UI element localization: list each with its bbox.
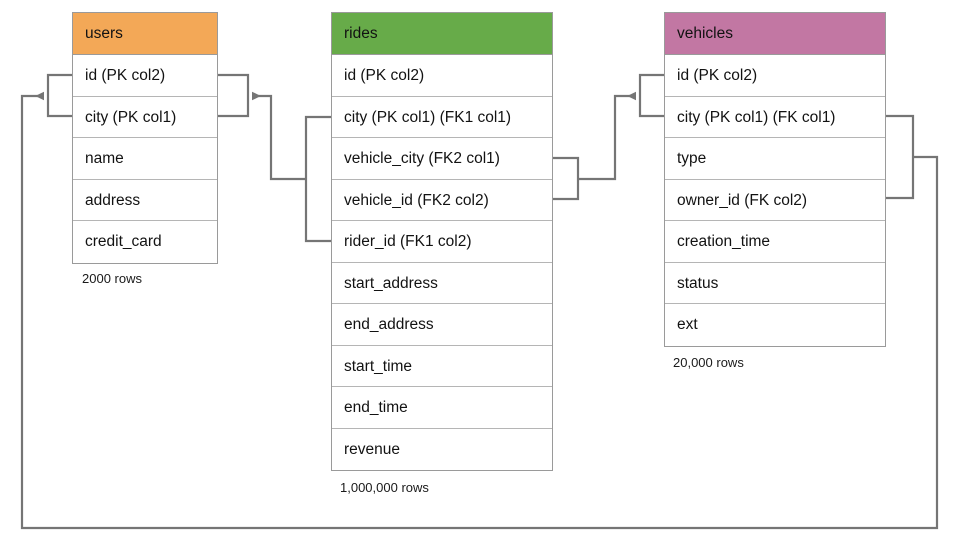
table-rides-column-end-address[interactable]: end_address [332, 304, 552, 346]
table-rides-column-vehicle-city[interactable]: vehicle_city (FK2 col1) [332, 138, 552, 180]
table-rides-column-id[interactable]: id (PK col2) [332, 55, 552, 97]
table-users-column-credit-card[interactable]: credit_card [85, 233, 162, 250]
table-vehicles-row-count: 20,000 rows [673, 355, 744, 370]
connector-vehicles-right-bracket [886, 114, 915, 200]
table-vehicles-column-type[interactable]: type [665, 138, 885, 180]
table-rides-column-revenue[interactable]: revenue [344, 440, 401, 458]
table-rides[interactable]: rides id (PK col2) city (PK col1) (FK1 c… [331, 12, 553, 471]
table-vehicles-column-city[interactable]: city (PK col1) (FK col1) [665, 97, 885, 138]
table-vehicles-header: vehicles [665, 13, 885, 55]
table-users-column-id[interactable]: id (PK col2) [73, 55, 217, 97]
table-rides-row-count: 1,000,000 rows [340, 480, 429, 495]
table-users-column-address[interactable]: address [73, 180, 217, 221]
connector-rides-left-bracket [304, 115, 331, 243]
table-vehicles-column-id[interactable]: id (PK col2) [665, 55, 885, 97]
table-vehicles-column-status[interactable]: status [665, 263, 885, 304]
table-users-column-name[interactable]: name [73, 138, 217, 180]
connector-vehicles-left-bracket [638, 73, 664, 118]
table-vehicles[interactable]: vehicles id (PK col2) city (PK col1) (FK… [664, 12, 886, 347]
table-rides-header: rides [332, 13, 552, 55]
table-rides-column-rider-id[interactable]: rider_id (FK1 col2) [332, 221, 552, 263]
table-users[interactable]: users id (PK col2) city (PK col1) name a… [72, 12, 218, 264]
table-vehicles-column-ext[interactable]: ext [677, 316, 698, 333]
table-rides-column-vehicle-id[interactable]: vehicle_id (FK2 col2) [332, 180, 552, 221]
connector-users-right-bracket [218, 73, 250, 118]
connector-rides-to-vehicles [578, 91, 636, 181]
table-users-header: users [73, 13, 217, 55]
table-users-row-count: 2000 rows [82, 271, 142, 286]
table-vehicles-column-owner-id[interactable]: owner_id (FK col2) [665, 180, 885, 221]
connector-rides-right-bracket [553, 156, 580, 201]
connector-rides-to-users [252, 91, 306, 181]
connector-users-left-bracket [46, 73, 72, 118]
table-rides-column-start-address[interactable]: start_address [332, 263, 552, 304]
table-users-column-city[interactable]: city (PK col1) [73, 97, 217, 138]
table-rides-column-start-time[interactable]: start_time [332, 346, 552, 387]
table-vehicles-column-creation-time[interactable]: creation_time [665, 221, 885, 263]
table-rides-column-city[interactable]: city (PK col1) (FK1 col1) [332, 97, 552, 138]
table-rides-column-end-time[interactable]: end_time [332, 387, 552, 429]
